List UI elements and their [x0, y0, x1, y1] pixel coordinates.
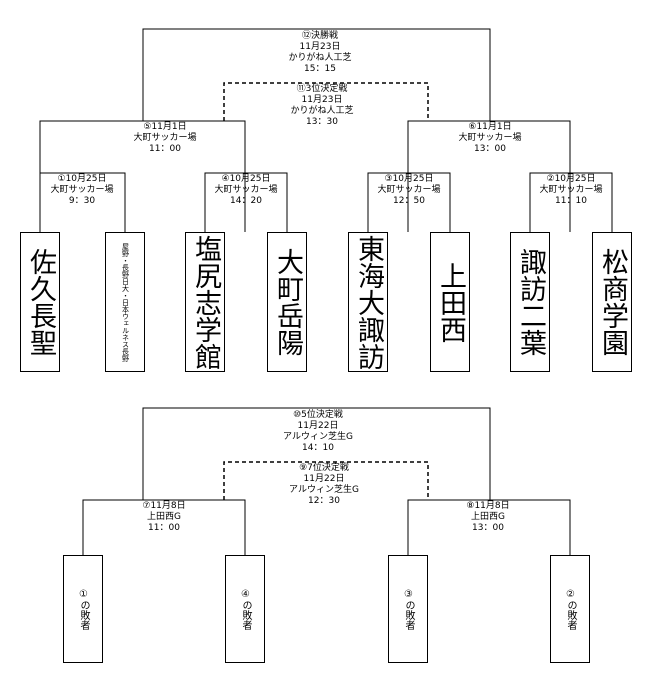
loser-box: ①の敗者 — [63, 555, 103, 663]
third-place-line — [223, 82, 429, 121]
team-box: 大町岳陽 — [267, 232, 307, 372]
team-name: 塩尻志学館 — [190, 234, 221, 370]
loser-name: ②の敗者 — [565, 588, 576, 630]
loser-name: ④の敗者 — [240, 588, 251, 630]
final-line — [142, 28, 491, 121]
team-name: 屋野・長野日大・日本ウェルネス長野 — [121, 242, 130, 362]
team-box: 屋野・長野日大・日本ウェルネス長野 — [105, 232, 145, 372]
loser-box: ④の敗者 — [225, 555, 265, 663]
seventh-place-line — [223, 461, 429, 500]
seventh-place-label: ⑨7位決定戦 11月22日 アルウィン芝生G 12：30 — [289, 463, 359, 506]
loser-name: ①の敗者 — [78, 588, 89, 630]
team-name: 東海大諏訪 — [353, 234, 384, 370]
team-box: 上田西 — [430, 232, 470, 372]
loser-box: ③の敗者 — [388, 555, 428, 663]
match3-label: ③10月25日 大町サッカー場 12：50 — [377, 174, 441, 206]
m7-line — [82, 499, 246, 555]
r1-m3-line — [367, 172, 451, 232]
team-name: 上田西 — [435, 261, 466, 343]
fifth-place-line — [142, 407, 491, 500]
team-name: 諏訪二葉 — [515, 248, 546, 356]
team-name: 大町岳陽 — [272, 248, 303, 356]
r1-m4-line — [204, 172, 288, 232]
r1-m2-line — [529, 172, 613, 232]
r1-m1-line — [39, 172, 126, 232]
match7-label: ⑦11月8日 上田西G 11：00 — [142, 501, 186, 533]
match6-label: ⑥11月1日 大町サッカー場 13：00 — [458, 122, 522, 154]
match5-label: ⑤11月1日 大町サッカー場 11：00 — [133, 122, 197, 154]
fifth-place-label: ⑩5位決定戦 11月22日 アルウィン芝生G 14：10 — [283, 410, 353, 453]
m8-line — [407, 499, 571, 555]
match1-label: ①10月25日 大町サッカー場 9：30 — [50, 174, 114, 206]
team-box: 諏訪二葉 — [510, 232, 550, 372]
team-box: 塩尻志学館 — [185, 232, 225, 372]
team-box: 東海大諏訪 — [348, 232, 388, 372]
match4-label: ④10月25日 大町サッカー場 14：20 — [214, 174, 278, 206]
loser-box: ②の敗者 — [550, 555, 590, 663]
match2-label: ②10月25日 大町サッカー場 11：10 — [539, 174, 603, 206]
third-place-label: ⑪3位決定戦 11月23日 かりがね人工芝 13：30 — [290, 84, 354, 127]
team-name: 松商学園 — [597, 248, 628, 356]
final-label: ⑫決勝戦 11月23日 かりがね人工芝 15：15 — [288, 31, 352, 74]
loser-name: ③の敗者 — [403, 588, 414, 630]
team-box: 松商学園 — [592, 232, 632, 372]
team-name: 佐久長聖 — [25, 248, 56, 356]
semi-right-line — [407, 120, 571, 232]
team-box: 佐久長聖 — [20, 232, 60, 372]
match8-label: ⑧11月8日 上田西G 13：00 — [466, 501, 510, 533]
